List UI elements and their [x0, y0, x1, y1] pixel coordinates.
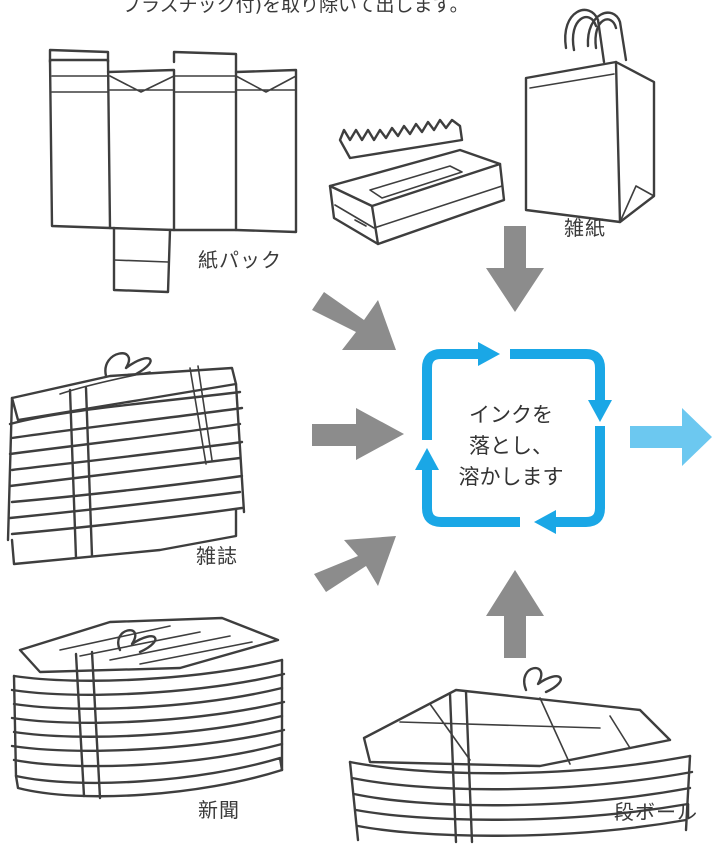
cycle-text-line-2: 落とし、	[469, 434, 553, 458]
label-newspaper: 新聞	[198, 798, 240, 822]
magazine-stack-illustration	[6, 352, 246, 566]
top-caption: プラスチック付)を取り除いて出します。	[122, 0, 469, 16]
label-magazines: 雑誌	[196, 544, 238, 568]
cycle-text-line-1: インクを	[469, 403, 553, 427]
cycle-arrowhead-bottom	[534, 510, 556, 534]
cardboard-bundle-illustration	[348, 667, 694, 844]
recycling-cycle	[422, 349, 605, 527]
output-arrow	[630, 408, 712, 466]
tissue-box-illustration	[328, 118, 506, 246]
arrow-from-magazines	[312, 408, 404, 460]
cycle-text-line-3: 溶かします	[458, 465, 564, 489]
newspaper-bundle-illustration	[10, 616, 286, 800]
cycle-description: インクを 落とし、 溶かします	[436, 400, 586, 493]
milk-carton-illustration	[48, 48, 298, 294]
label-cardboard: 段ボール	[614, 800, 698, 824]
label-carton: 紙パック	[198, 248, 282, 272]
arrow-from-newspaper	[314, 536, 396, 592]
input-arrows	[312, 226, 544, 658]
arrow-from-mixed-paper	[486, 226, 544, 312]
arrow-from-cardboard	[486, 570, 544, 658]
label-mixed-paper: 雑紙	[564, 216, 606, 240]
cycle-arrowhead-top	[478, 342, 500, 366]
cycle-arrowhead-left	[415, 448, 439, 470]
arrow-from-carton	[312, 292, 396, 350]
cycle-arrowhead-right	[588, 400, 612, 422]
paper-bag-illustration	[524, 8, 656, 224]
